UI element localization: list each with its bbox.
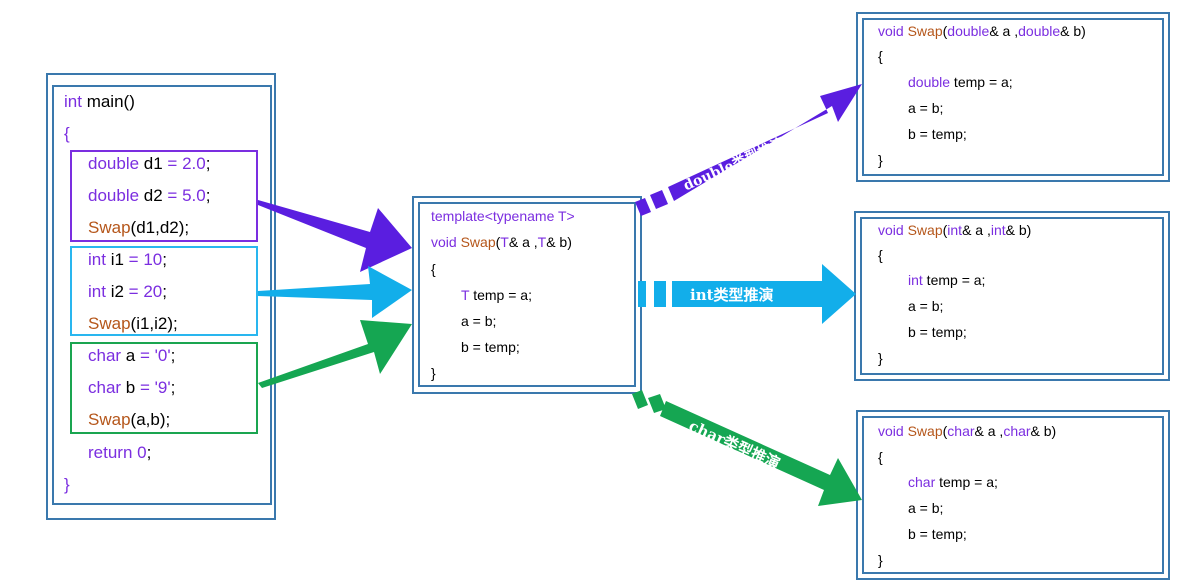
char-instance-close: } — [878, 552, 883, 568]
int-instance-inner-box — [860, 217, 1164, 375]
template-inner-box — [418, 202, 636, 387]
template-close-brace: } — [431, 365, 436, 381]
int-instance-open: { — [878, 247, 883, 263]
arrow-char-to-template — [258, 320, 412, 388]
char-instance-assign1: a = b; — [908, 500, 944, 516]
main-header: int main() — [64, 92, 135, 111]
double-instance-inner-box — [862, 18, 1164, 176]
int-instance-assign1: a = b; — [908, 298, 944, 314]
double-group-box — [70, 150, 258, 242]
template-assign1-line: a = b; — [461, 313, 497, 329]
char-group-box — [70, 342, 258, 434]
double-d2-line: double d2 = 5.0; — [88, 186, 211, 205]
char-instance-inner-box — [862, 416, 1164, 574]
char-instance-assign2: b = temp; — [908, 526, 967, 542]
int-instance-temp: int temp = a; — [908, 272, 986, 288]
int-instance-assign2: b = temp; — [908, 324, 967, 340]
char-instance-sig: void Swap(char& a ,char& b) — [878, 423, 1057, 439]
char-arrow-body — [660, 401, 862, 506]
double-instance-assign2: b = temp; — [908, 126, 967, 142]
int-group-box — [70, 246, 258, 336]
int-instance-close: } — [878, 350, 883, 366]
int-arrow-label: int类型推演 — [690, 286, 774, 304]
template-open-brace: { — [431, 261, 436, 277]
arrow-int-to-template — [258, 266, 412, 318]
char-a-line: char a = '0'; — [88, 346, 176, 365]
int-i1-line: int i1 = 10; — [88, 250, 167, 269]
int-arrow-dash1 — [638, 281, 646, 307]
double-arrow-body — [668, 84, 862, 201]
template-temp-line: T temp = a; — [461, 287, 532, 303]
int-arrow-body — [672, 264, 856, 324]
int-arrow-dash2 — [654, 281, 666, 307]
char-swap-call: Swap(a,b); — [88, 410, 171, 429]
template-sig-line: void Swap(T& a ,T& b) — [431, 234, 572, 250]
template-assign2-line: b = temp; — [461, 339, 520, 355]
char-arrow-dash1 — [632, 390, 648, 409]
arrow-double-to-template — [258, 200, 412, 272]
main-code-inner-box — [52, 85, 272, 505]
double-instance-open: { — [878, 48, 883, 64]
double-instance-assign1: a = b; — [908, 100, 944, 116]
int-swap-call: Swap(i1,i2); — [88, 314, 178, 333]
main-close-brace: } — [64, 475, 70, 494]
char-b-line: char b = '9'; — [88, 378, 176, 397]
char-instance-open: { — [878, 449, 883, 465]
double-arrow-dash1 — [635, 198, 651, 216]
template-decl-line: template<typename T> — [431, 208, 575, 224]
main-open-brace: { — [64, 124, 70, 143]
double-instance-sig: void Swap(double& a ,double& b) — [878, 23, 1086, 39]
double-swap-call: Swap(d1,d2); — [88, 218, 190, 237]
char-instance-temp: char temp = a; — [908, 474, 998, 490]
int-i2-line: int i2 = 20; — [88, 282, 167, 301]
return-line: return 0; — [88, 443, 152, 462]
double-instance-temp: double temp = a; — [908, 74, 1013, 90]
char-arrow-dash2 — [648, 394, 666, 413]
int-instance-sig: void Swap(int& a ,int& b) — [878, 222, 1032, 238]
double-arrow-dash2 — [650, 190, 668, 209]
double-instance-close: } — [878, 152, 883, 168]
double-d1-line: double d1 = 2.0; — [88, 154, 211, 173]
